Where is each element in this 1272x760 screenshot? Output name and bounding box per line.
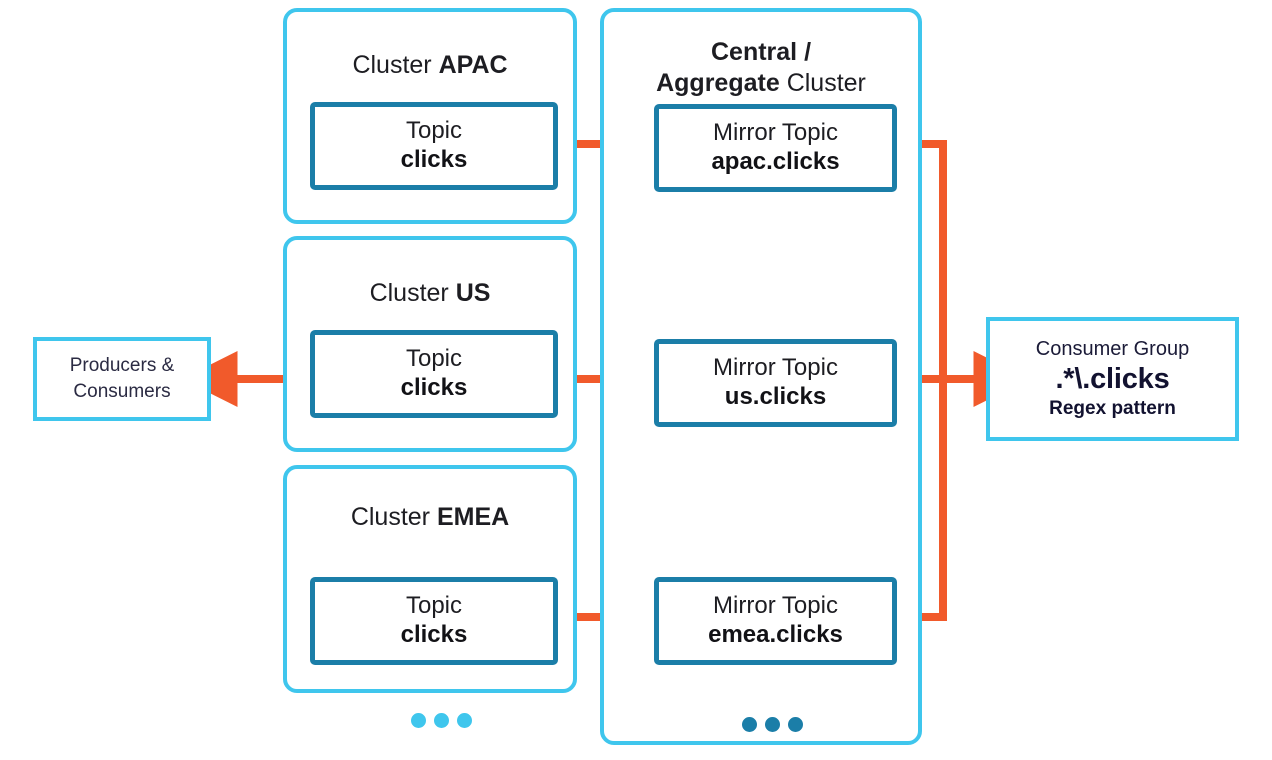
- mirror-topic-emea-label: Mirror Topic: [713, 592, 838, 620]
- cluster-us-title-bold: US: [455, 279, 491, 307]
- cluster-us-title: Cluster US: [287, 278, 573, 309]
- cluster-apac-box[interactable]: Cluster APAC Topic clicks: [283, 8, 577, 224]
- cluster-apac-title: Cluster APAC: [287, 50, 573, 81]
- central-title-line1: Central /: [710, 38, 812, 66]
- topic-box-us-clicks[interactable]: Topic clicks: [310, 330, 558, 418]
- left-column-ellipsis-dots: [411, 713, 472, 728]
- topic-box-emea-clicks[interactable]: Topic clicks: [310, 577, 558, 665]
- central-title-line2-rest: Cluster: [779, 68, 866, 97]
- mirror-topic-box-emea-clicks[interactable]: Mirror Topic emea.clicks: [654, 577, 897, 665]
- mirror-topic-us-name: us.clicks: [724, 383, 827, 410]
- cluster-us-box[interactable]: Cluster US Topic clicks: [283, 236, 577, 452]
- mirror-topic-apac-label: Mirror Topic: [713, 119, 838, 147]
- topic-box-apac-clicks[interactable]: Topic clicks: [310, 102, 558, 190]
- ellipsis-dot: [742, 717, 757, 732]
- ellipsis-dot: [765, 717, 780, 732]
- consumer-group-regex: .*\.clicks: [1055, 362, 1170, 395]
- central-cluster-ellipsis-dots: [742, 717, 803, 732]
- central-cluster-title: Central / Aggregate Cluster: [604, 37, 918, 98]
- mirror-topic-apac-name: apac.clicks: [711, 148, 840, 175]
- cluster-emea-title-bold: EMEA: [436, 503, 510, 531]
- consumer-group-label: Consumer Group: [1035, 337, 1190, 360]
- cluster-emea-box[interactable]: Cluster EMEA Topic clicks: [283, 465, 577, 693]
- mirror-topic-us-label: Mirror Topic: [713, 354, 838, 382]
- topic-emea-name: clicks: [400, 621, 468, 648]
- topic-us-label: Topic: [405, 345, 463, 373]
- topic-apac-label: Topic: [405, 117, 463, 145]
- cluster-apac-title-bold: APAC: [438, 51, 508, 79]
- ellipsis-dot: [411, 713, 426, 728]
- central-aggregate-cluster-box[interactable]: Central / Aggregate Cluster Mirror Topic…: [600, 8, 922, 745]
- producers-line-1: Producers &: [69, 355, 175, 377]
- consumer-group-box[interactable]: Consumer Group .*\.clicks Regex pattern: [986, 317, 1239, 441]
- mirror-topic-emea-name: emea.clicks: [708, 621, 843, 648]
- topic-emea-label: Topic: [405, 592, 463, 620]
- producers-line-2: Consumers: [73, 381, 171, 402]
- ellipsis-dot: [457, 713, 472, 728]
- cluster-apac-title-prefix: Cluster: [352, 51, 439, 79]
- central-title-line2-bold: Aggregate: [656, 68, 780, 97]
- ellipsis-dot: [434, 713, 449, 728]
- topic-apac-name: clicks: [400, 146, 468, 173]
- cluster-emea-title-prefix: Cluster: [350, 503, 437, 531]
- ellipsis-dot: [788, 717, 803, 732]
- cluster-us-title-prefix: Cluster: [369, 279, 456, 307]
- mirror-topic-box-apac-clicks[interactable]: Mirror Topic apac.clicks: [654, 104, 897, 192]
- cluster-emea-title: Cluster EMEA: [287, 502, 573, 533]
- mirror-topic-box-us-clicks[interactable]: Mirror Topic us.clicks: [654, 339, 897, 427]
- topic-us-name: clicks: [400, 374, 468, 401]
- producers-consumers-box[interactable]: Producers & Consumers: [33, 337, 211, 421]
- consumer-group-regex-caption: Regex pattern: [1049, 397, 1176, 419]
